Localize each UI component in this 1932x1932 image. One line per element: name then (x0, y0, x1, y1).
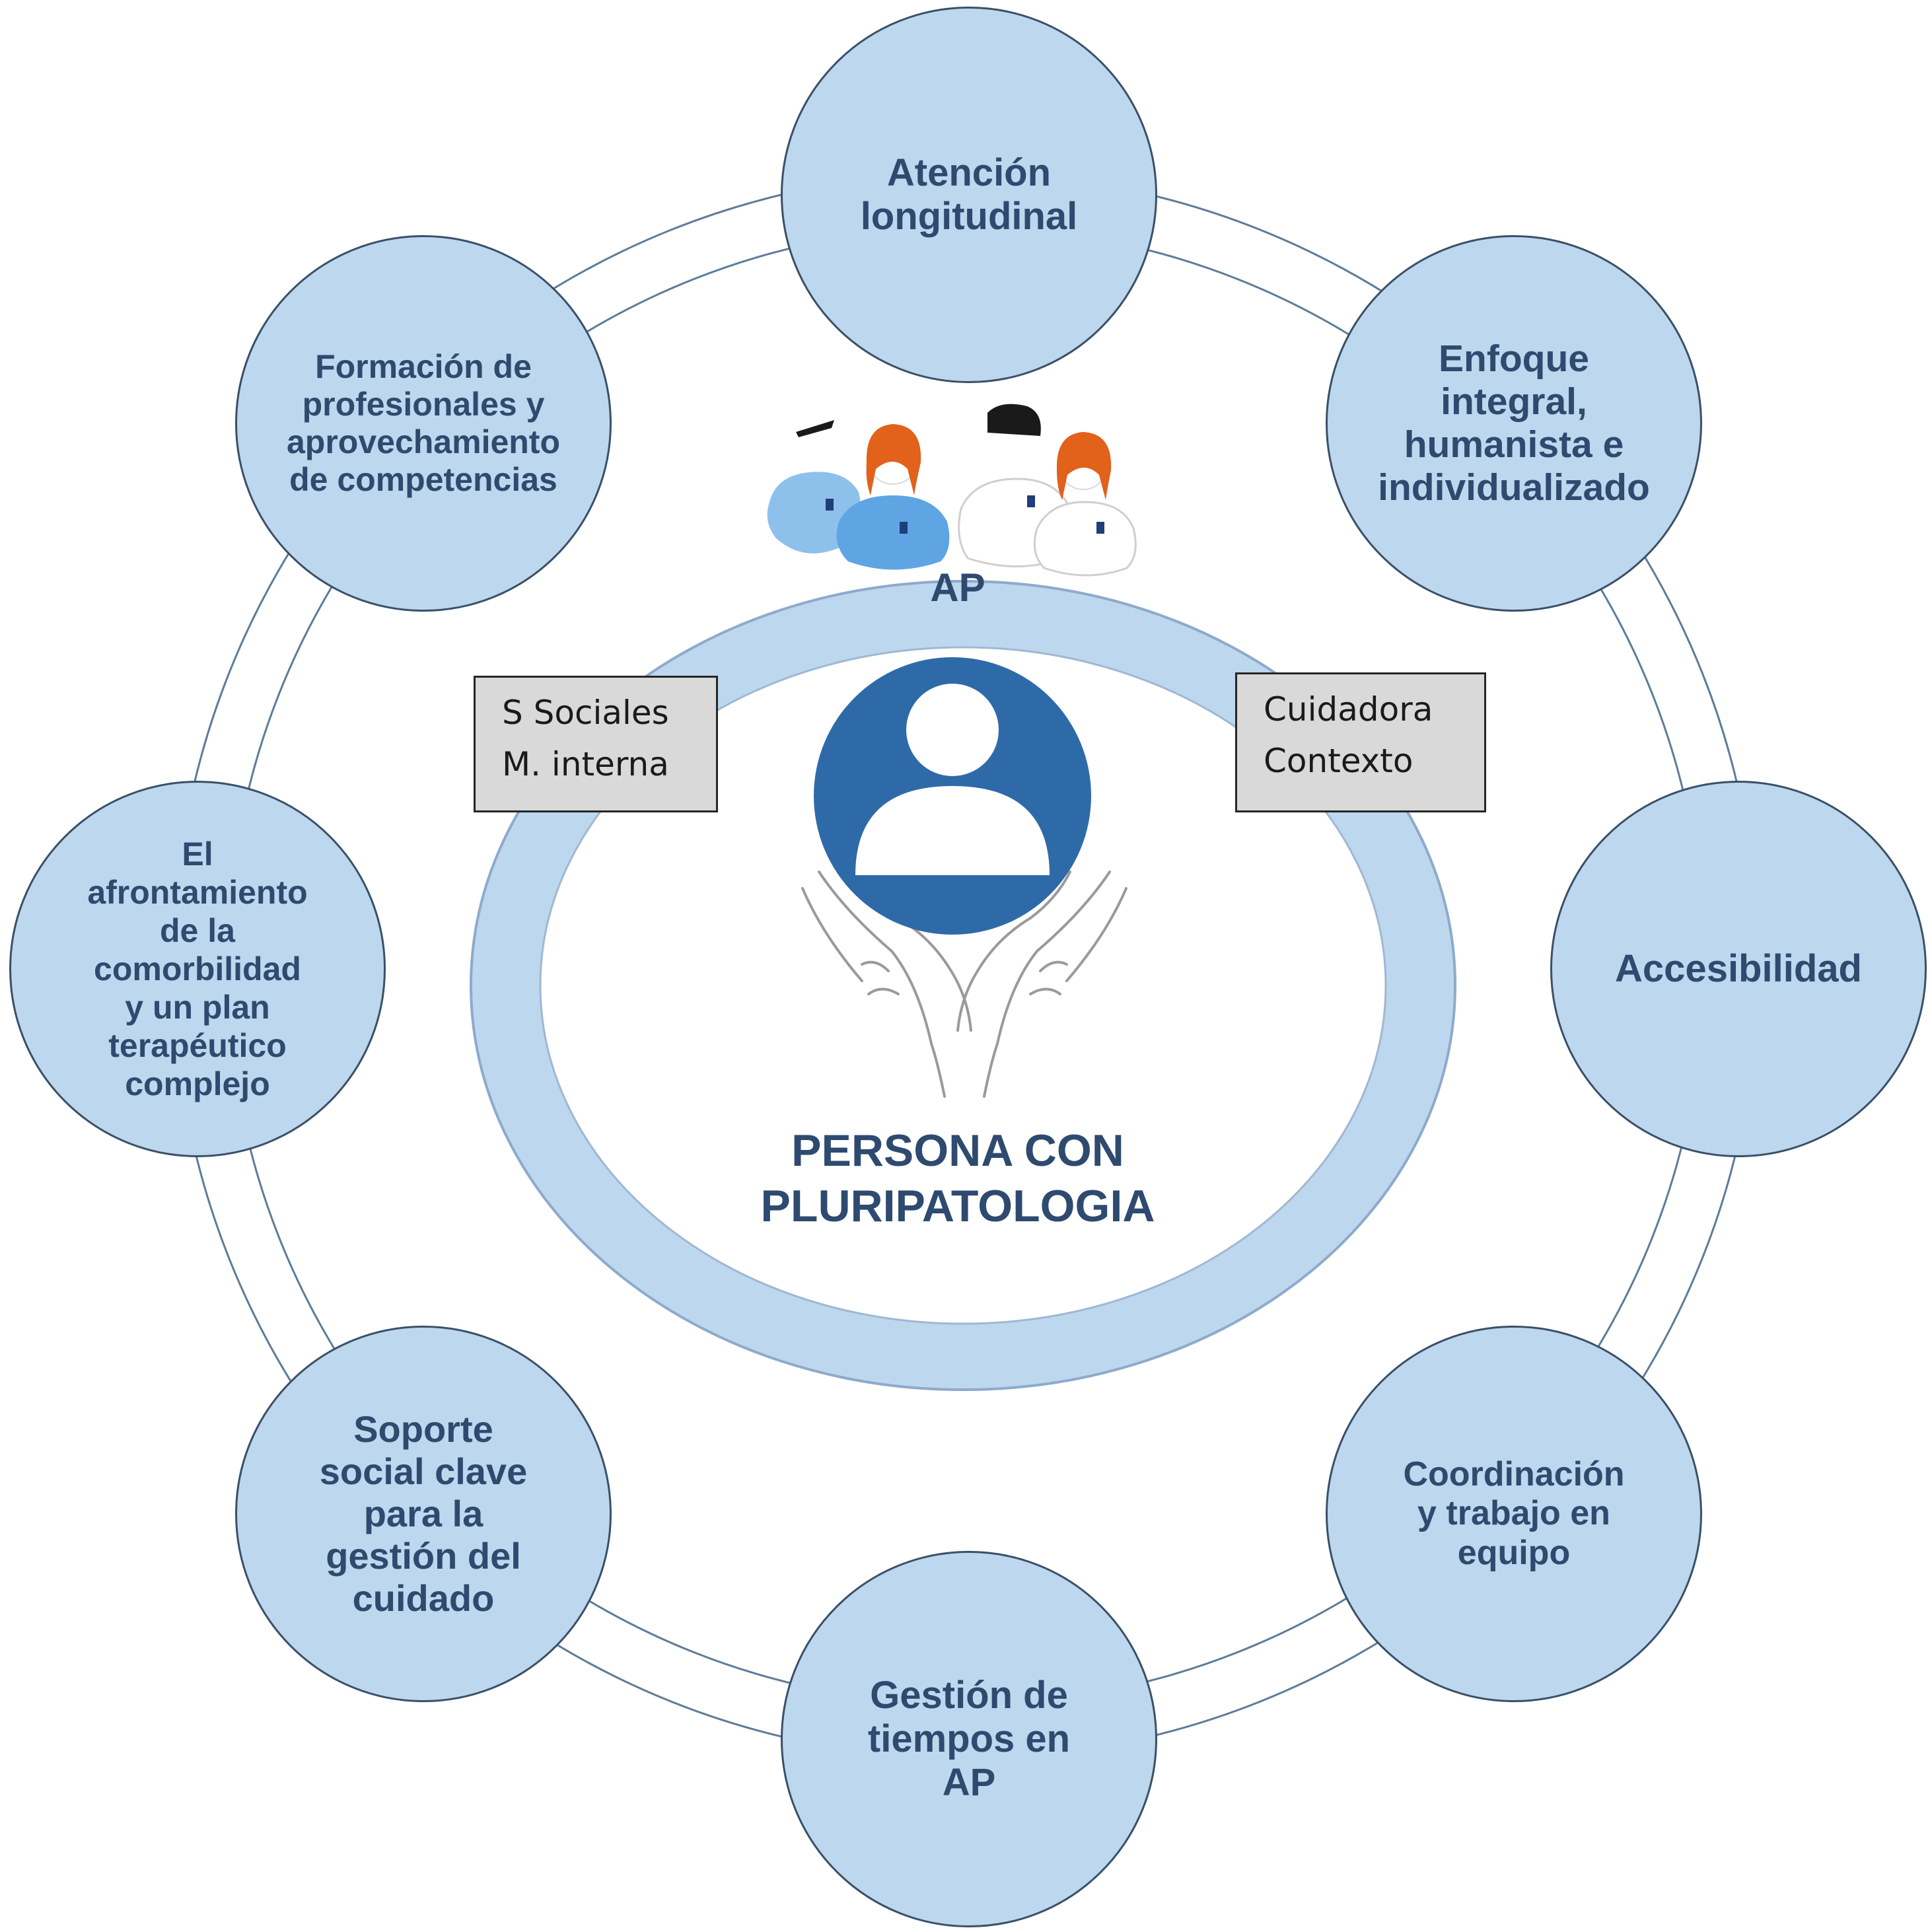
node-label: Coordinación y trabajo en equipo (1403, 1455, 1625, 1572)
ap-ring-label: AP (930, 565, 985, 610)
caregiver-context-line2: Contexto (1264, 742, 1413, 780)
node-soporte-social: Soporte social clave para la gestión del… (235, 1326, 612, 1702)
ap-ring-inner (539, 646, 1387, 1325)
node-formacion-profesionales: Formación de profesionales y aprovechami… (235, 235, 612, 612)
node-label: Gestión de tiempos en AP (867, 1673, 1071, 1805)
node-label: El afrontamiento de la comorbilidad y un… (87, 836, 308, 1102)
patient-in-hands-icon (801, 657, 1127, 1098)
healthcare-team-icon (767, 404, 1137, 577)
node-label: Atención longitudinal (860, 151, 1078, 238)
center-title-line1: PERSONA CON (791, 1126, 1124, 1176)
social-services-line2: M. interna (502, 745, 669, 783)
node-enfoque-integral: Enfoque integral, humanista e individual… (1326, 235, 1702, 612)
node-label: Accesibilidad (1615, 947, 1862, 990)
node-atencion-longitudinal: Atención longitudinal (781, 7, 1157, 383)
node-label: Enfoque integral, humanista e individual… (1378, 338, 1650, 509)
center-title: PERSONA CON PLURIPATOLOGIA (687, 1123, 1229, 1234)
node-afrontamiento-comorbilidad: El afrontamiento de la comorbilidad y un… (9, 781, 386, 1157)
node-coordinacion: Coordinación y trabajo en equipo (1326, 1326, 1702, 1702)
caregiver-context-box: Cuidadora Contexto (1235, 672, 1486, 812)
node-gestion-tiempos: Gestión de tiempos en AP (781, 1551, 1157, 1927)
node-label: Soporte social clave para la gestión del… (319, 1408, 528, 1619)
node-label: Formación de profesionales y aprovechami… (286, 348, 560, 498)
node-accesibilidad: Accesibilidad (1550, 781, 1927, 1157)
social-services-box: S Sociales M. interna (474, 676, 718, 812)
center-title-line2: PLURIPATOLOGIA (760, 1181, 1155, 1231)
social-services-line1: S Sociales (502, 694, 669, 732)
caregiver-context-line1: Cuidadora (1264, 690, 1433, 729)
